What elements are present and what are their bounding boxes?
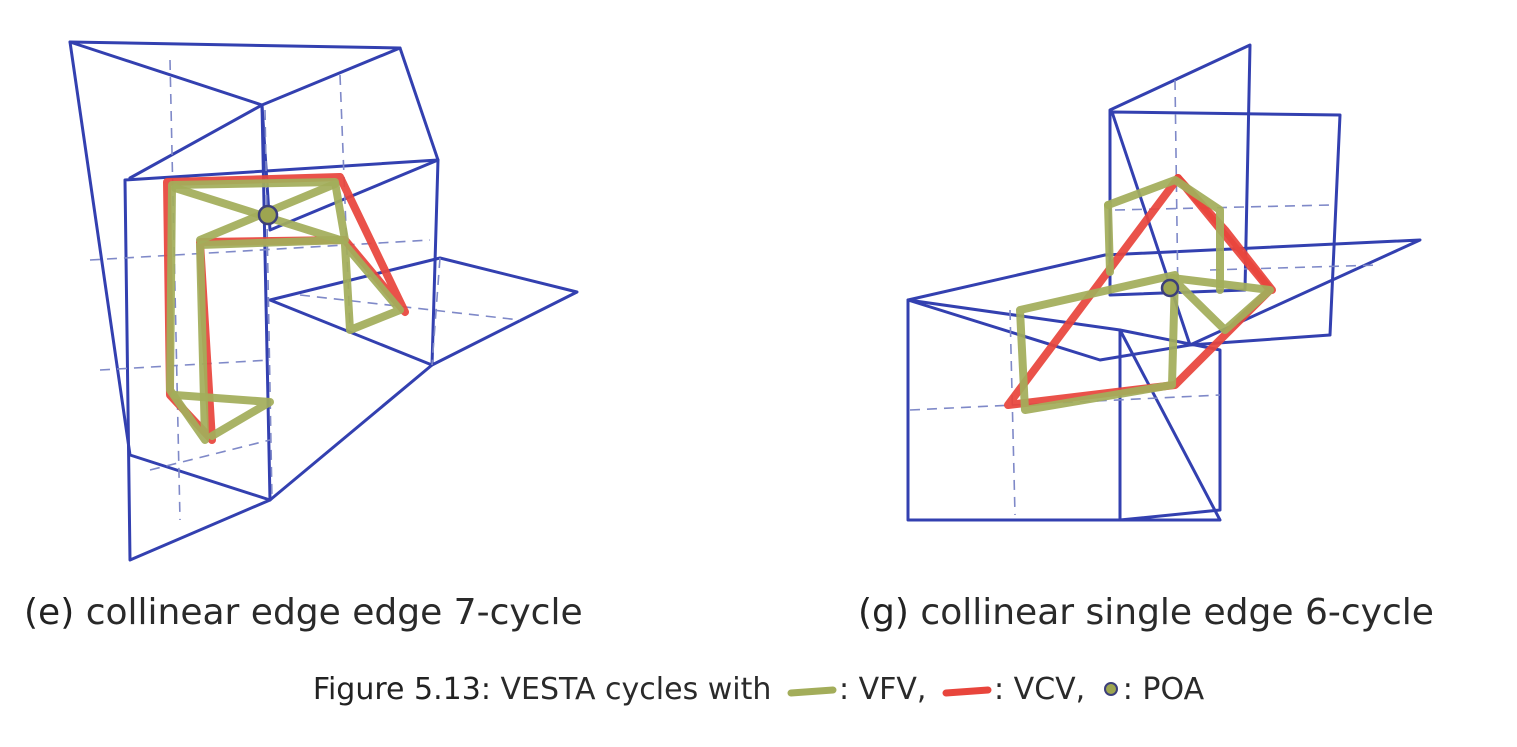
subcaption-g: (g) collinear single edge 6-cycle bbox=[858, 592, 1434, 633]
cross-edge bbox=[128, 103, 264, 180]
subcaption-g-title: collinear single edge 6-cycle bbox=[920, 592, 1434, 633]
figure-caption: Figure 5.13: VESTA cycles with : VFV, : … bbox=[0, 672, 1517, 707]
top-edge bbox=[68, 40, 402, 50]
legend-poa: POA bbox=[1142, 672, 1205, 707]
poa-point-e bbox=[257, 204, 279, 226]
panel-g-sketch bbox=[860, 0, 1517, 590]
legend-sep-vcv: : bbox=[994, 672, 1005, 707]
red-stroke-icon bbox=[942, 686, 992, 696]
plane-horizontal bbox=[268, 256, 579, 367]
plane-front bbox=[123, 158, 440, 562]
legend-vfv: VFV, bbox=[858, 672, 927, 707]
subcaption-g-tag: (g) bbox=[858, 592, 909, 633]
figure-label: Figure 5.13: bbox=[312, 672, 491, 707]
legend-sep-poa: : bbox=[1122, 672, 1133, 707]
panel-e-sketch bbox=[0, 0, 640, 590]
sketch-g-drawing bbox=[906, 43, 1422, 522]
subcaption-e-title: collinear edge edge 7-cycle bbox=[85, 592, 583, 633]
plane-right-g bbox=[1110, 110, 1342, 347]
vfv-cycle-g bbox=[1016, 271, 1179, 414]
green-stroke-icon bbox=[787, 686, 837, 696]
subcaption-e: (e) collinear edge edge 7-cycle bbox=[24, 592, 583, 633]
legend-vcv: VCV, bbox=[1013, 672, 1086, 707]
subcaption-e-tag: (e) bbox=[24, 592, 75, 633]
legend-sep-vfv: : bbox=[838, 672, 850, 707]
figure-caption-text: VESTA cycles with bbox=[500, 672, 772, 707]
cube-front-g bbox=[906, 298, 1222, 522]
plane-horizontal-g bbox=[906, 238, 1422, 362]
cube-side-g bbox=[1118, 328, 1222, 522]
sketch-e-drawing bbox=[68, 40, 579, 562]
poa-point-g bbox=[1160, 278, 1180, 298]
poa-dot-icon bbox=[1103, 681, 1118, 696]
